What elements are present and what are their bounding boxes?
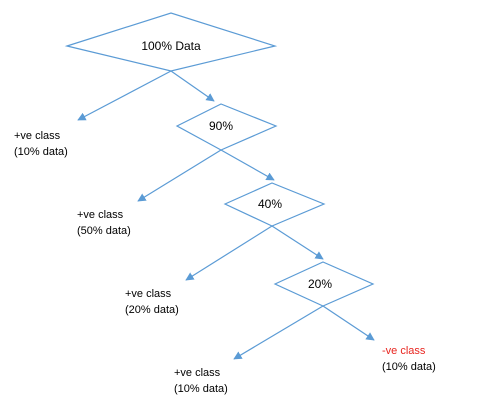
outcome-pos-2-share: (50% data) [77,225,131,237]
outcome-pos-4: +ve class (10% data) [174,365,228,397]
outcome-pos-3: +ve class (20% data) [125,286,179,318]
outcome-pos-1-class: +ve class [14,130,61,142]
node-90-shape [175,103,278,151]
outcome-neg: -ve class (10% data) [382,343,436,375]
outcome-pos-3-share: (20% data) [125,304,179,316]
arrow-40-to-20 [271,225,324,260]
node-20-shape [273,261,375,307]
outcome-pos-2-class: +ve class [77,209,124,221]
node-40-shape [223,182,326,227]
node-100-label: 100% Data [141,39,201,53]
node-20-label: 20% [308,277,332,291]
outcome-neg-share: (10% data) [382,361,436,373]
node-100-shape [64,12,278,72]
arrow-20-to-neg-outcome [322,305,375,341]
outcome-pos-4-share: (10% data) [174,383,228,395]
outcome-pos-3-class: +ve class [125,288,172,300]
outcome-pos-4-class: +ve class [174,367,221,379]
node-40-label: 40% [258,197,282,211]
arrow-20-to-pos-outcome [233,305,324,360]
node-90-label: 90% [209,119,233,133]
arrow-100-to-outcome [77,70,172,121]
outcome-pos-1: +ve class (10% data) [14,128,68,160]
outcome-pos-1-share: (10% data) [14,146,68,158]
arrow-90-to-40 [220,149,275,181]
arrow-90-to-outcome [137,149,222,202]
outcome-neg-class: -ve class [382,345,426,357]
arrow-100-to-90 [170,70,215,102]
outcome-pos-2: +ve class (50% data) [77,207,131,239]
arrow-40-to-outcome [185,225,273,281]
